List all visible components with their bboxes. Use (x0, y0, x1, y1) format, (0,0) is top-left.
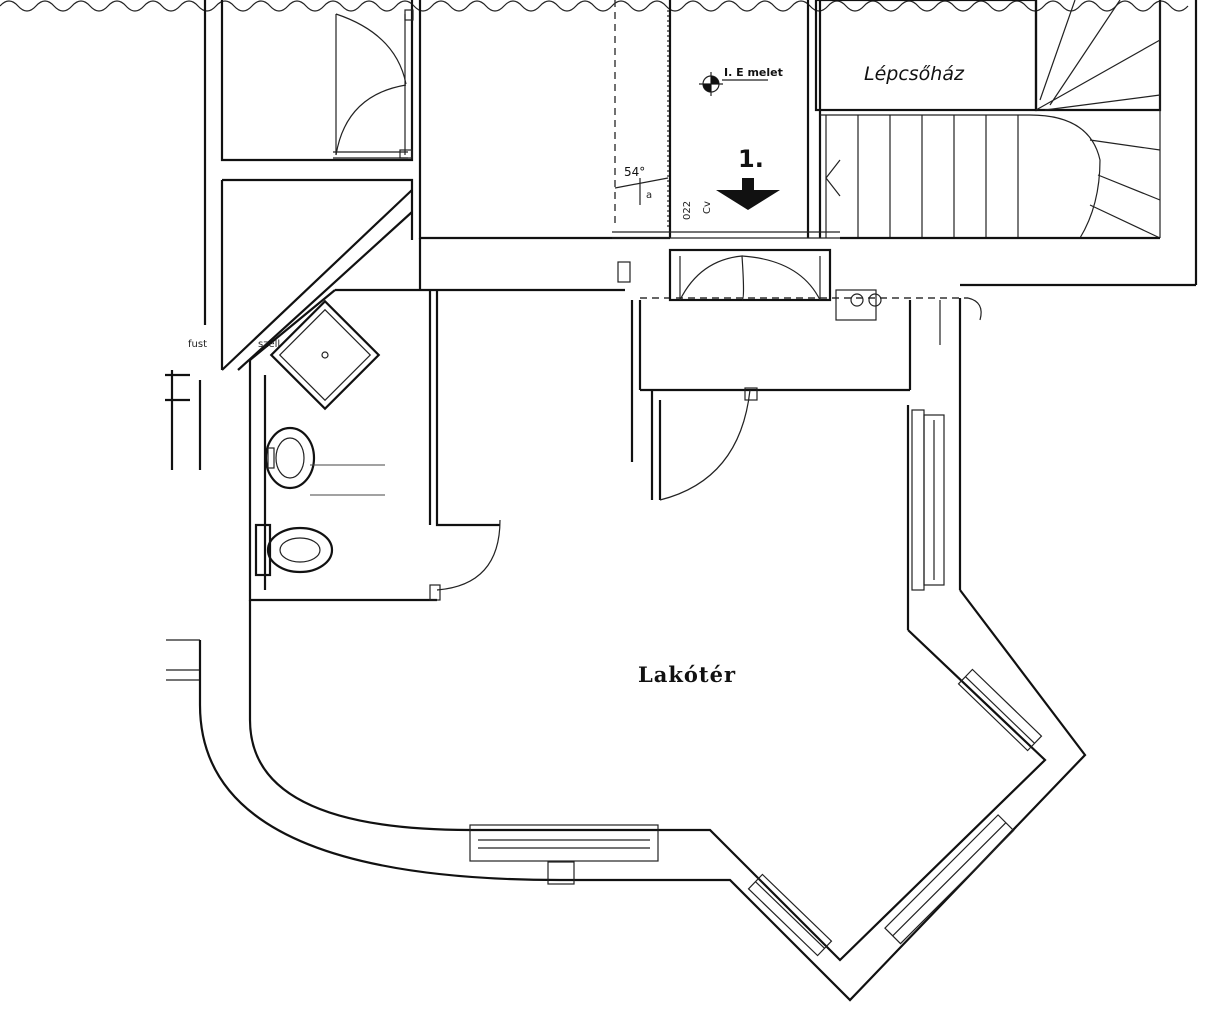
entrance-door (617, 248, 982, 321)
bathroom (248, 289, 501, 602)
bay-walls (469, 589, 1087, 1002)
hall-partition (630, 300, 941, 501)
dimension-letter: a (646, 190, 652, 201)
dimension-cv: Cv (702, 201, 713, 214)
left-wall-text-1: fust (188, 339, 207, 350)
step-number: 1. (738, 145, 764, 173)
floor-marker-label: I. E melet (724, 66, 783, 79)
left-outer-wall (165, 370, 561, 882)
dimension-label: 022 (682, 201, 693, 220)
corridor-wall (335, 231, 1196, 299)
chevron-left-icon (825, 159, 841, 197)
top-corridor: 54° a 022 Cv I. E melet 1. (418, 0, 822, 240)
toilet (254, 523, 334, 577)
angle-label: 54° (624, 165, 645, 179)
shower-tray (269, 299, 381, 411)
level-target-icon (699, 72, 723, 96)
sink (264, 426, 316, 490)
torn-top-edge (0, 0, 1189, 12)
staircase-label: Lépcsőház (864, 63, 965, 85)
upper-left-closets (203, 0, 414, 370)
living-space-label: Lakótér (638, 662, 736, 687)
right-wall-windows (906, 298, 962, 630)
down-arrow-icon (716, 178, 780, 210)
staircase: Lépcsőház (814, 0, 1198, 285)
